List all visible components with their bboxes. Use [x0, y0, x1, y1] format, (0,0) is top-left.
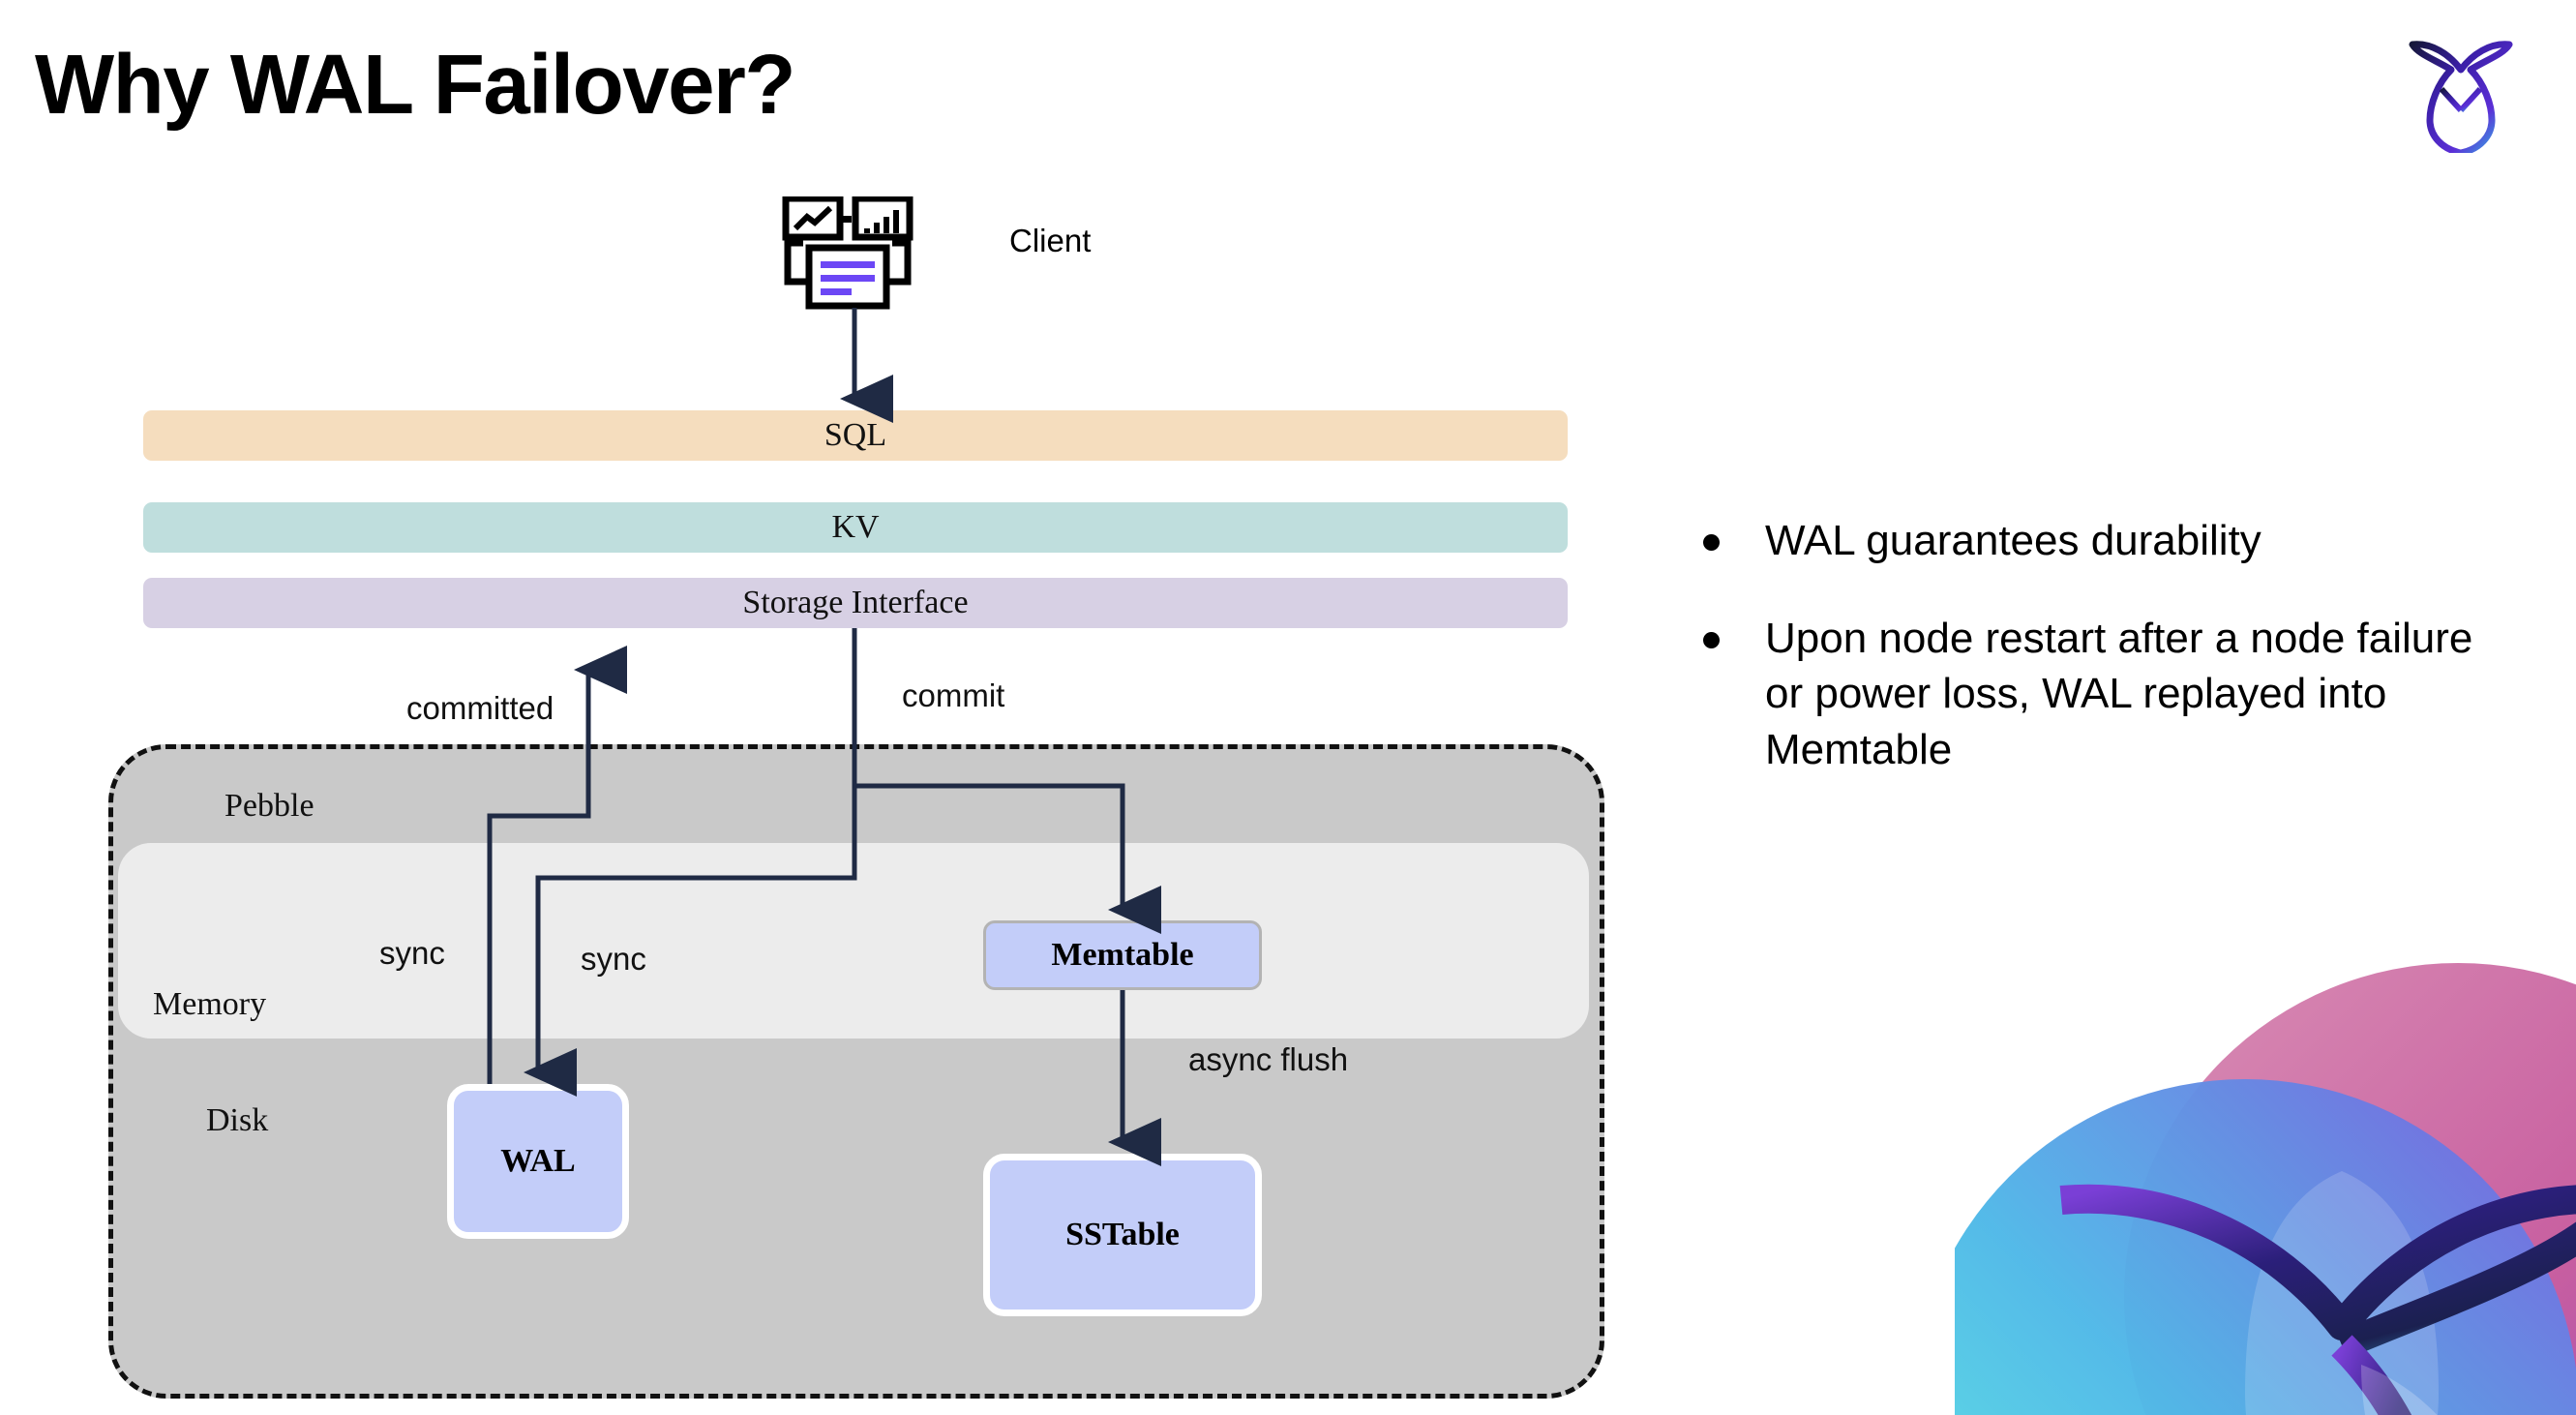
edge-label-async-flush: async flush: [1188, 1041, 1349, 1077]
node-sstable-label: SSTable: [1065, 1217, 1180, 1252]
decorative-brand-artwork: [1955, 963, 2576, 1415]
edge-label-sync-right: sync: [581, 941, 646, 977]
node-wal: WAL: [447, 1084, 629, 1239]
node-memtable-label: Memtable: [1051, 937, 1194, 973]
node-sstable: SSTable: [983, 1154, 1262, 1316]
layer-bar-sql-label: SQL: [824, 417, 887, 453]
memory-label: Memory: [153, 986, 267, 1022]
edge-label-sync-left: sync: [379, 935, 445, 971]
list-item: Upon node restart after a node failure o…: [1703, 611, 2497, 777]
cockroachdb-logo-icon: [2409, 41, 2513, 153]
edge-label-commit: commit: [902, 677, 1005, 713]
layer-bar-kv-label: KV: [831, 509, 880, 545]
list-item: WAL guarantees durability: [1703, 513, 2497, 568]
bullet-text: Upon node restart after a node failure o…: [1765, 615, 2473, 773]
layer-bar-storage-interface-label: Storage Interface: [742, 585, 969, 620]
bullet-text: WAL guarantees durability: [1765, 517, 2261, 564]
edge-label-committed: committed: [406, 690, 554, 726]
bullet-dot-icon: [1703, 534, 1720, 551]
layer-bar-sql: SQL: [143, 410, 1568, 461]
bullet-dot-icon: [1703, 632, 1720, 649]
client-monitoring-dashboard-icon: [782, 196, 914, 310]
client-label: Client: [1009, 223, 1092, 258]
disk-label: Disk: [206, 1102, 269, 1138]
pebble-label: Pebble: [225, 788, 315, 824]
layer-bar-kv: KV: [143, 502, 1568, 553]
node-memtable: Memtable: [983, 920, 1262, 990]
node-wal-label: WAL: [500, 1143, 576, 1179]
layer-bar-storage-interface: Storage Interface: [143, 578, 1568, 628]
memory-region: [118, 843, 1589, 1039]
bullet-list: WAL guarantees durability Upon node rest…: [1703, 513, 2497, 820]
page-title: Why WAL Failover?: [35, 38, 796, 132]
